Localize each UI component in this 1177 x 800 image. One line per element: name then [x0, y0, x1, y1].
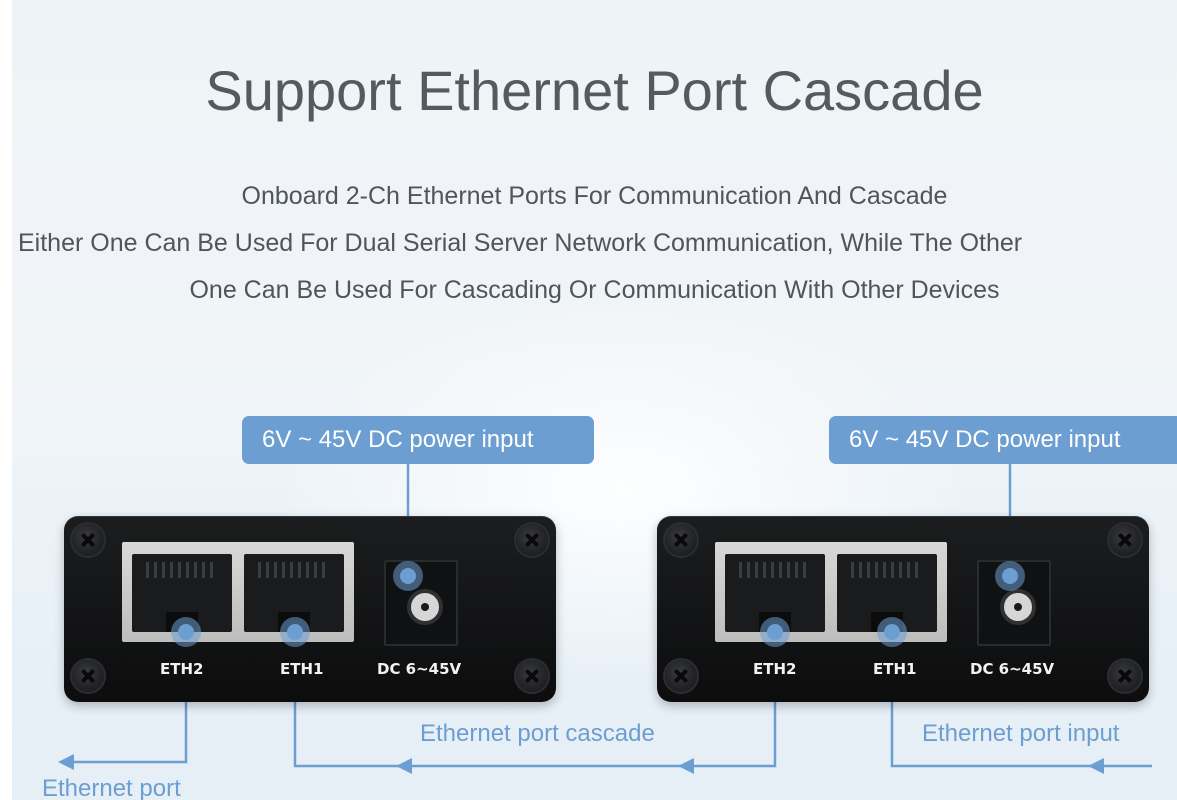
- power-jack-icon: [407, 589, 443, 625]
- eth1-label: ETH1: [280, 660, 324, 678]
- diagram-canvas: Support Ethernet Port Cascade Onboard 2-…: [12, 0, 1177, 800]
- screw-icon: [70, 522, 106, 558]
- output-label: Ethernet port: [42, 775, 181, 800]
- eth2-label: ETH2: [160, 660, 204, 678]
- power-left-marker: [393, 561, 423, 591]
- eth2-label: ETH2: [753, 660, 797, 678]
- dc-label: DC 6~45V: [970, 660, 1055, 678]
- power-input-callout-right: 6V ~ 45V DC power input: [829, 416, 1177, 464]
- subtitle-line-1: Onboard 2-Ch Ethernet Ports For Communic…: [241, 182, 948, 210]
- screw-icon: [514, 658, 550, 694]
- ethernet-port-housing: [715, 542, 947, 642]
- screw-icon: [663, 658, 699, 694]
- power-input-callout-left: 6V ~ 45V DC power input: [242, 416, 594, 464]
- arrow-cascade-right: [678, 758, 694, 774]
- input-label: Ethernet port input: [922, 720, 1120, 747]
- eth1-right-marker: [877, 617, 907, 647]
- screw-icon: [1107, 522, 1143, 558]
- dc-label: DC 6~45V: [377, 660, 462, 678]
- arrow-eth-output: [58, 754, 74, 770]
- eth1-left-marker: [280, 617, 310, 647]
- subtitle-line-3: One Can Be Used For Cascading Or Communi…: [189, 276, 1000, 304]
- screw-icon: [70, 658, 106, 694]
- eth2-left-marker: [171, 617, 201, 647]
- ethernet-port-housing: [122, 542, 354, 642]
- cascade-label: Ethernet port cascade: [420, 720, 655, 747]
- power-jack-icon: [1000, 589, 1036, 625]
- screw-icon: [1107, 658, 1143, 694]
- arrow-cascade-left: [396, 758, 412, 774]
- arrow-input: [1088, 758, 1104, 774]
- power-right-marker: [995, 561, 1025, 591]
- eth1-label: ETH1: [873, 660, 917, 678]
- serial-server-right: ETH2 ETH1 DC 6~45V: [657, 516, 1149, 702]
- screw-icon: [514, 522, 550, 558]
- subtitle-line-2: Either One Can Be Used For Dual Serial S…: [18, 229, 1023, 257]
- page-title: Support Ethernet Port Cascade: [205, 59, 984, 122]
- eth2-right-marker: [760, 617, 790, 647]
- screw-icon: [663, 522, 699, 558]
- serial-server-left: ETH2 ETH1 DC 6~45V: [64, 516, 556, 702]
